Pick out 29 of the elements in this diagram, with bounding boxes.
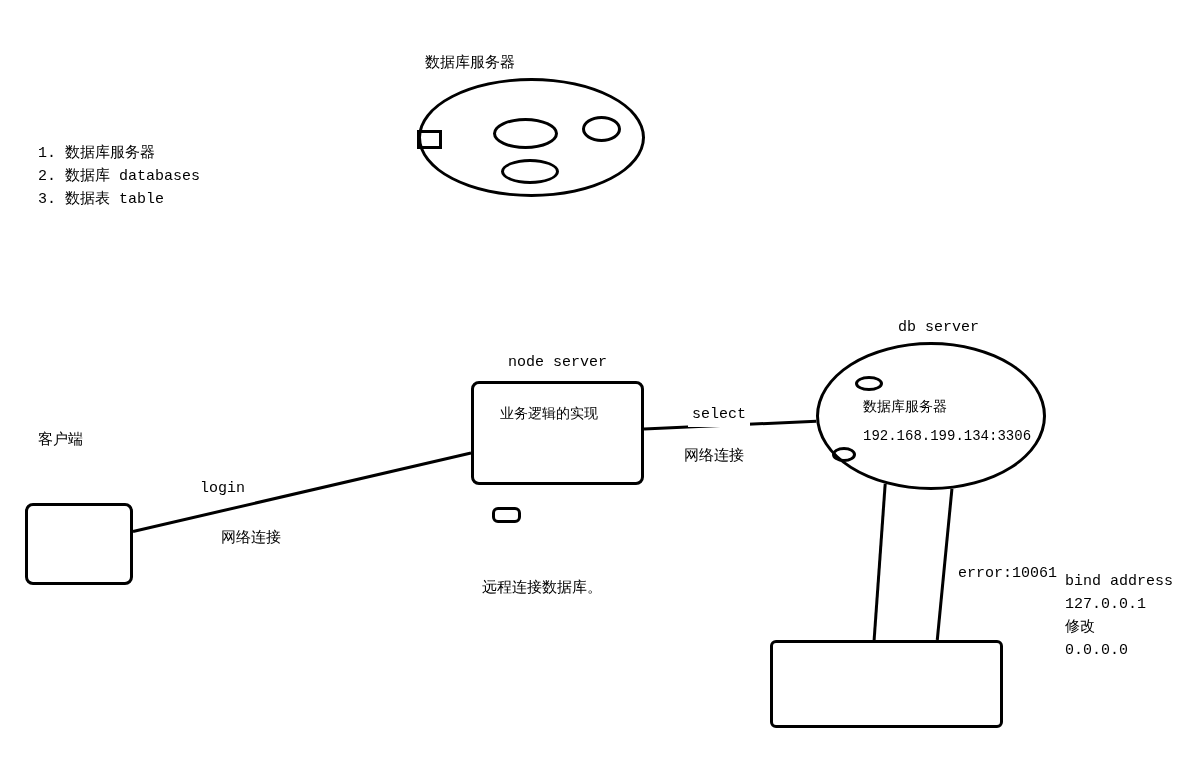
connector-line xyxy=(132,451,472,533)
note-text: 网络连接 xyxy=(684,446,744,467)
empty-box xyxy=(417,130,442,149)
connector-line xyxy=(935,488,954,641)
node-heading: node server xyxy=(508,353,608,373)
note-text: 远程连接数据库。 xyxy=(482,578,602,599)
node-text: 数据库服务器 xyxy=(863,398,948,417)
note-text: 0.0.0.0 xyxy=(1065,641,1128,661)
note-text: 1. 数据库服务器 xyxy=(38,143,155,164)
edge-label: select xyxy=(688,404,750,427)
node-heading: 数据库服务器 xyxy=(425,53,515,74)
connector-line xyxy=(872,483,887,641)
empty-ellipse xyxy=(493,118,558,149)
note-text: 2. 数据库 databases xyxy=(38,166,201,187)
empty-ellipse xyxy=(832,447,856,462)
note-text: 修改 xyxy=(1065,618,1095,638)
empty-box xyxy=(492,507,521,523)
node-heading: db server xyxy=(898,318,979,338)
node-text: 192.168.199.134:3306 xyxy=(863,427,1032,446)
empty-ellipse xyxy=(501,159,559,184)
node-text: 业务逻辑的实现 xyxy=(500,405,598,424)
note-text: 3. 数据表 table xyxy=(38,189,164,210)
note-text: 127.0.0.1 xyxy=(1065,595,1146,615)
empty-ellipse xyxy=(582,116,621,142)
note-text: 网络连接 xyxy=(221,528,281,549)
empty-ellipse xyxy=(855,376,883,391)
node-heading: 客户端 xyxy=(38,430,83,451)
note-text: bind address xyxy=(1065,572,1174,592)
empty-box xyxy=(770,640,1003,728)
